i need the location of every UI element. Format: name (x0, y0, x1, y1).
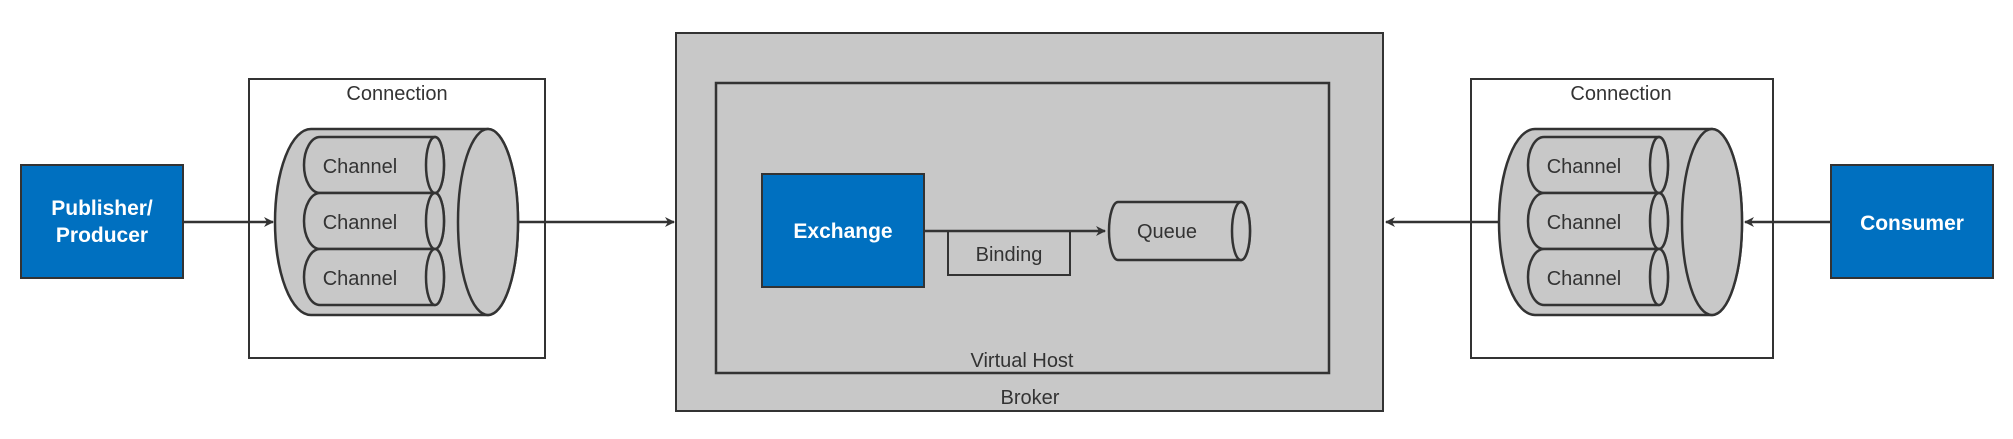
right-connection-label: Connection (1570, 83, 1671, 105)
publisher-box (20, 164, 184, 279)
publisher-label-line1: Publisher/ (51, 197, 153, 220)
binding-label: Binding (976, 244, 1043, 266)
left-channel-1[interactable]: Channel (302, 135, 446, 195)
right-channel-2[interactable]: Channel (1526, 191, 1670, 251)
right-connection-cylinder-cap (1680, 127, 1744, 317)
left-connection-cylinder-cap (456, 127, 520, 317)
right-channel-1[interactable]: Channel (1526, 135, 1670, 195)
right-channel-2-label: Channel (1547, 212, 1622, 234)
consumer-node[interactable]: Consumer (1830, 164, 1994, 279)
exchange-label: Exchange (793, 220, 892, 243)
exchange-box (761, 173, 925, 288)
consumer-label: Consumer (1860, 212, 1964, 235)
left-channel-1-label: Channel (323, 156, 398, 178)
right-channel-3[interactable]: Channel (1526, 247, 1670, 307)
left-channel-2[interactable]: Channel (302, 191, 446, 251)
binding-box (947, 230, 1071, 276)
consumer-box (1830, 164, 1994, 279)
right-channel-3-label: Channel (1547, 268, 1622, 290)
binding-node[interactable]: Binding (947, 230, 1071, 276)
publisher-label-line2: Producer (56, 224, 148, 247)
left-channel-3[interactable]: Channel (302, 247, 446, 307)
left-channel-3-label: Channel (323, 268, 398, 290)
left-channel-2-label: Channel (323, 212, 398, 234)
queue-node[interactable]: Queue (1107, 200, 1252, 262)
broker-label: Broker (1001, 387, 1060, 409)
virtual-host: Virtual Host Exchange Binding Queue (714, 81, 1331, 375)
right-channel-1-label: Channel (1547, 156, 1622, 178)
publisher-producer-node[interactable]: Publisher/ Producer (20, 164, 184, 279)
broker: Broker Virtual Host Exchange Binding (675, 32, 1384, 412)
queue-cylinder-cap (1230, 200, 1252, 262)
left-connection-label: Connection (346, 83, 447, 105)
exchange-node[interactable]: Exchange (761, 173, 925, 288)
queue-label: Queue (1137, 221, 1197, 243)
left-connection: Connection Channel Channel Channel (248, 78, 546, 359)
virtual-host-label: Virtual Host (970, 350, 1073, 372)
right-connection: Connection Channel Channel Channel (1470, 78, 1774, 359)
